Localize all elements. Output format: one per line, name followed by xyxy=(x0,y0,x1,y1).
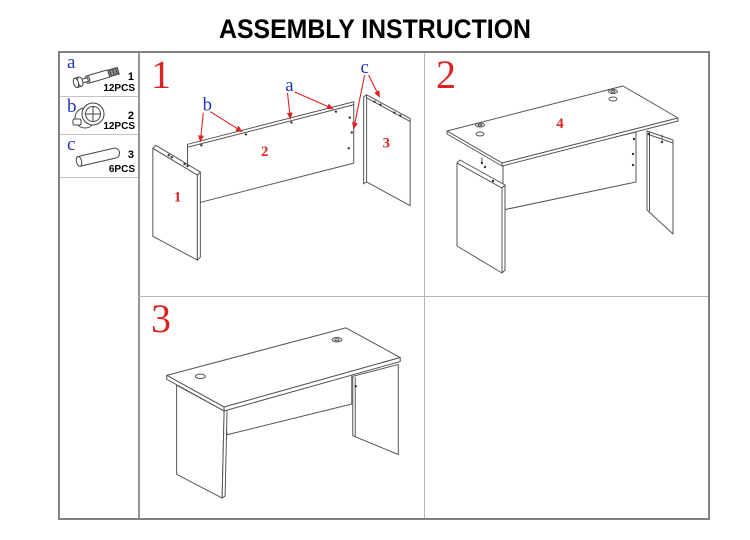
part-3-label: 3 xyxy=(383,135,390,151)
part-row-c: c 3 6PCS xyxy=(60,135,138,178)
step-2-drawing: 4 xyxy=(446,85,679,274)
part-1-label: 1 xyxy=(174,190,181,206)
step-3-panel: 3 xyxy=(140,297,424,518)
callout-a-label: a xyxy=(285,75,294,96)
parts-list: a 1 xyxy=(60,53,140,518)
right-side-panel-drawing xyxy=(646,130,674,235)
left-side-panel-drawing xyxy=(456,159,506,274)
step-1-panel: 1 xyxy=(140,53,424,296)
part-qty-c: 6PCS xyxy=(108,164,135,175)
desktop-panel-drawing xyxy=(446,85,679,167)
vertical-divider xyxy=(424,53,425,518)
step-3-number: 3 xyxy=(151,296,171,341)
fitting-dot xyxy=(354,385,357,388)
part-qty-a: 12PCS xyxy=(103,83,135,94)
part-2-label: 2 xyxy=(261,144,268,160)
step-1-drawing: a b c 1 2 3 xyxy=(152,57,411,261)
part-letter-a: a xyxy=(67,52,76,73)
wood-dowel-icon xyxy=(75,147,121,167)
left-side-panel-drawing xyxy=(152,144,201,261)
step-3-drawing xyxy=(166,327,401,499)
cam-lock-icon xyxy=(72,102,105,129)
step-2-number: 2 xyxy=(436,52,456,97)
horizontal-divider xyxy=(138,296,708,297)
back-panel-drawing xyxy=(187,101,355,207)
cam-bolt-icon xyxy=(72,66,120,89)
page-title: ASSEMBLY INSTRUCTION xyxy=(219,14,531,44)
callout-c-label: c xyxy=(360,57,368,78)
step-2-panel: 2 xyxy=(425,53,708,296)
part-qty-b: 12PCS xyxy=(103,121,135,132)
part-row-b: b 2 12PCS xyxy=(60,97,138,135)
step-1-number: 1 xyxy=(151,52,171,97)
part-number-b: 2 xyxy=(127,110,134,122)
left-side-panel-drawing xyxy=(176,384,228,499)
callout-b-label: b xyxy=(203,95,212,116)
empty-panel xyxy=(425,297,708,518)
diagram-frame: a 1 xyxy=(58,51,710,520)
part-number-c: 3 xyxy=(127,149,134,161)
part-number-a: 1 xyxy=(127,71,134,83)
part-letter-b: b xyxy=(67,96,77,117)
right-side-panel-drawing xyxy=(363,94,411,207)
part-row-a: a 1 xyxy=(60,53,138,97)
part-4-label: 4 xyxy=(556,116,564,132)
part-letter-c: c xyxy=(67,134,76,155)
right-side-panel-drawing xyxy=(352,363,399,455)
callout-arrows xyxy=(198,74,380,143)
fitting-marks xyxy=(480,132,664,183)
desktop-panel-drawing xyxy=(166,327,401,412)
